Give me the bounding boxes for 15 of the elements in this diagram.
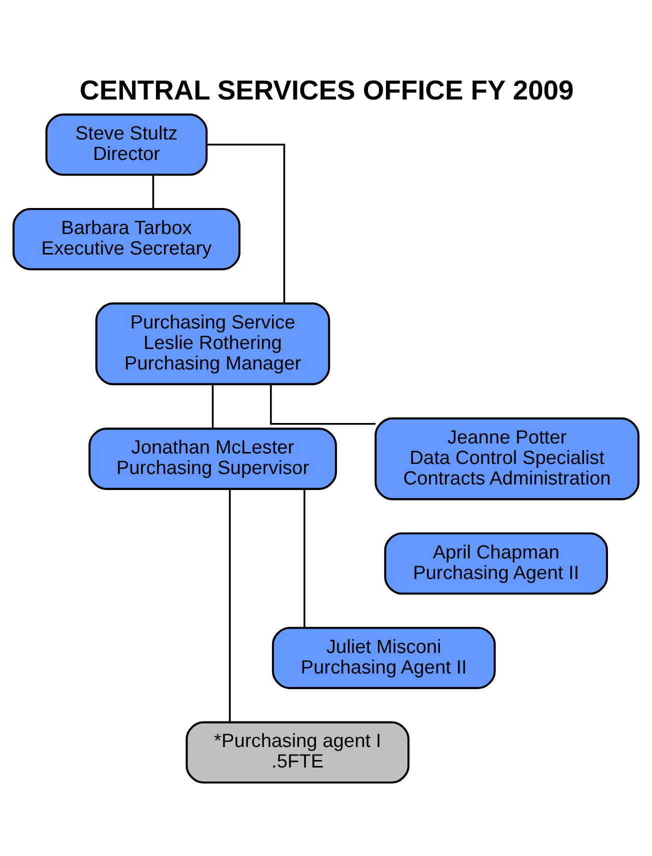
- node-box: Juliet Misconi Purchasing Agent II: [272, 626, 496, 690]
- node-box: Barbara Tarbox Executive Secretary: [12, 208, 240, 270]
- node-box: Steve Stultz Director: [45, 114, 208, 176]
- diagram-title: CENTRAL SERVICES OFFICE FY 2009: [80, 74, 574, 106]
- connector: [270, 384, 376, 425]
- node-box: April Chapman Purchasing Agent II: [384, 532, 608, 595]
- connector: [304, 489, 306, 628]
- connector: [212, 384, 214, 429]
- node-box: Jeanne Potter Data Control Specialist Contracts Administration: [374, 417, 640, 500]
- node-box: *Purchasing agent I .5FTE: [186, 721, 410, 784]
- node-box: Purchasing Service Leslie Rothering Purchasing Manager: [95, 302, 330, 386]
- connector: [206, 144, 286, 304]
- connector: [152, 175, 154, 209]
- connector: [228, 489, 231, 722]
- node-box: Jonathan McLester Purchasing Supervisor: [88, 428, 337, 490]
